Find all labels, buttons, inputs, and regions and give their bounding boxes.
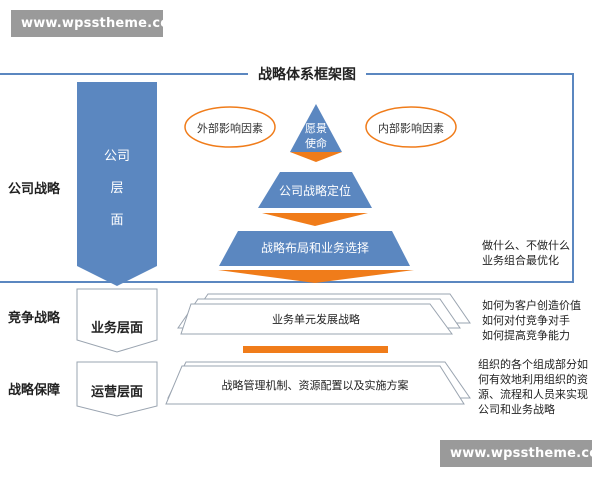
company-layer-text-2: 层 [110, 181, 123, 196]
orange-band-2 [262, 213, 368, 226]
operation-box-text: 战略管理机制、资源配置以及实施方案 [222, 378, 409, 392]
description-line: 如何提高竞争能力 [482, 329, 570, 342]
watermark-bottom: www.wpsstheme.com [440, 440, 600, 467]
description-line: 源、流程和人员来实现 [478, 388, 588, 401]
description-line: 做什么、不做什么 [482, 239, 570, 252]
business-box-text: 业务单元发展战略 [272, 312, 360, 326]
pyramid-bottom [219, 231, 410, 266]
description-line: 公司和业务战略 [478, 403, 555, 416]
company-strategy-label: 公司战略 [8, 182, 61, 197]
external-factors-oval [184, 106, 276, 148]
strategy-assurance-label: 战略保障 [8, 383, 61, 398]
orange-band-1 [290, 152, 342, 162]
pyramid-top-text-2: 使命 [305, 136, 327, 150]
company-layer-text-1: 公司 [104, 149, 130, 164]
diagram-title: 战略体系框架图 [248, 64, 366, 84]
description-line: 业务组合最优化 [482, 254, 559, 267]
orange-band-4 [243, 346, 388, 353]
pyramid-middle-text: 公司战略定位 [279, 183, 351, 198]
business-box [180, 303, 453, 335]
business-layer-label: 业务层面 [90, 321, 143, 336]
internal-factors-oval [365, 106, 457, 148]
description-line: 如何为客户创造价值 [482, 299, 581, 312]
business-layer-chevron [76, 288, 158, 353]
pyramid-top-text-1: 愿景 [305, 122, 327, 135]
pyramid-top [290, 104, 342, 152]
external-factors-text: 外部影响因素 [197, 121, 263, 135]
orange-band-3 [218, 270, 414, 283]
internal-factors-text: 内部影响因素 [378, 121, 444, 135]
pyramid-middle [258, 172, 372, 208]
description-line: 如何对付竞争对手 [482, 314, 570, 327]
company-layer-arrow [77, 82, 157, 286]
competition-strategy-label: 竞争战略 [8, 311, 61, 326]
operation-layer-chevron [76, 361, 158, 417]
pyramid-bottom-text: 战略布局和业务选择 [261, 240, 369, 255]
watermark-top: www.wpsstheme.com [11, 10, 183, 37]
competition-strategy-description: 如何为客户创造价值 如何对付竞争对手 如何提高竞争能力 [482, 298, 581, 343]
description-line: 何有效地利用组织的资 [478, 373, 588, 386]
company-strategy-description: 做什么、不做什么 业务组合最优化 [482, 238, 570, 268]
operation-layer-label: 运营层面 [90, 385, 143, 400]
company-layer-text-3: 面 [110, 213, 123, 228]
strategy-assurance-description: 组织的各个组成部分如 何有效地利用组织的资 源、流程和人员来实现 公司和业务战略 [478, 357, 588, 417]
description-line: 组织的各个组成部分如 [478, 358, 588, 371]
operation-box [165, 365, 465, 405]
